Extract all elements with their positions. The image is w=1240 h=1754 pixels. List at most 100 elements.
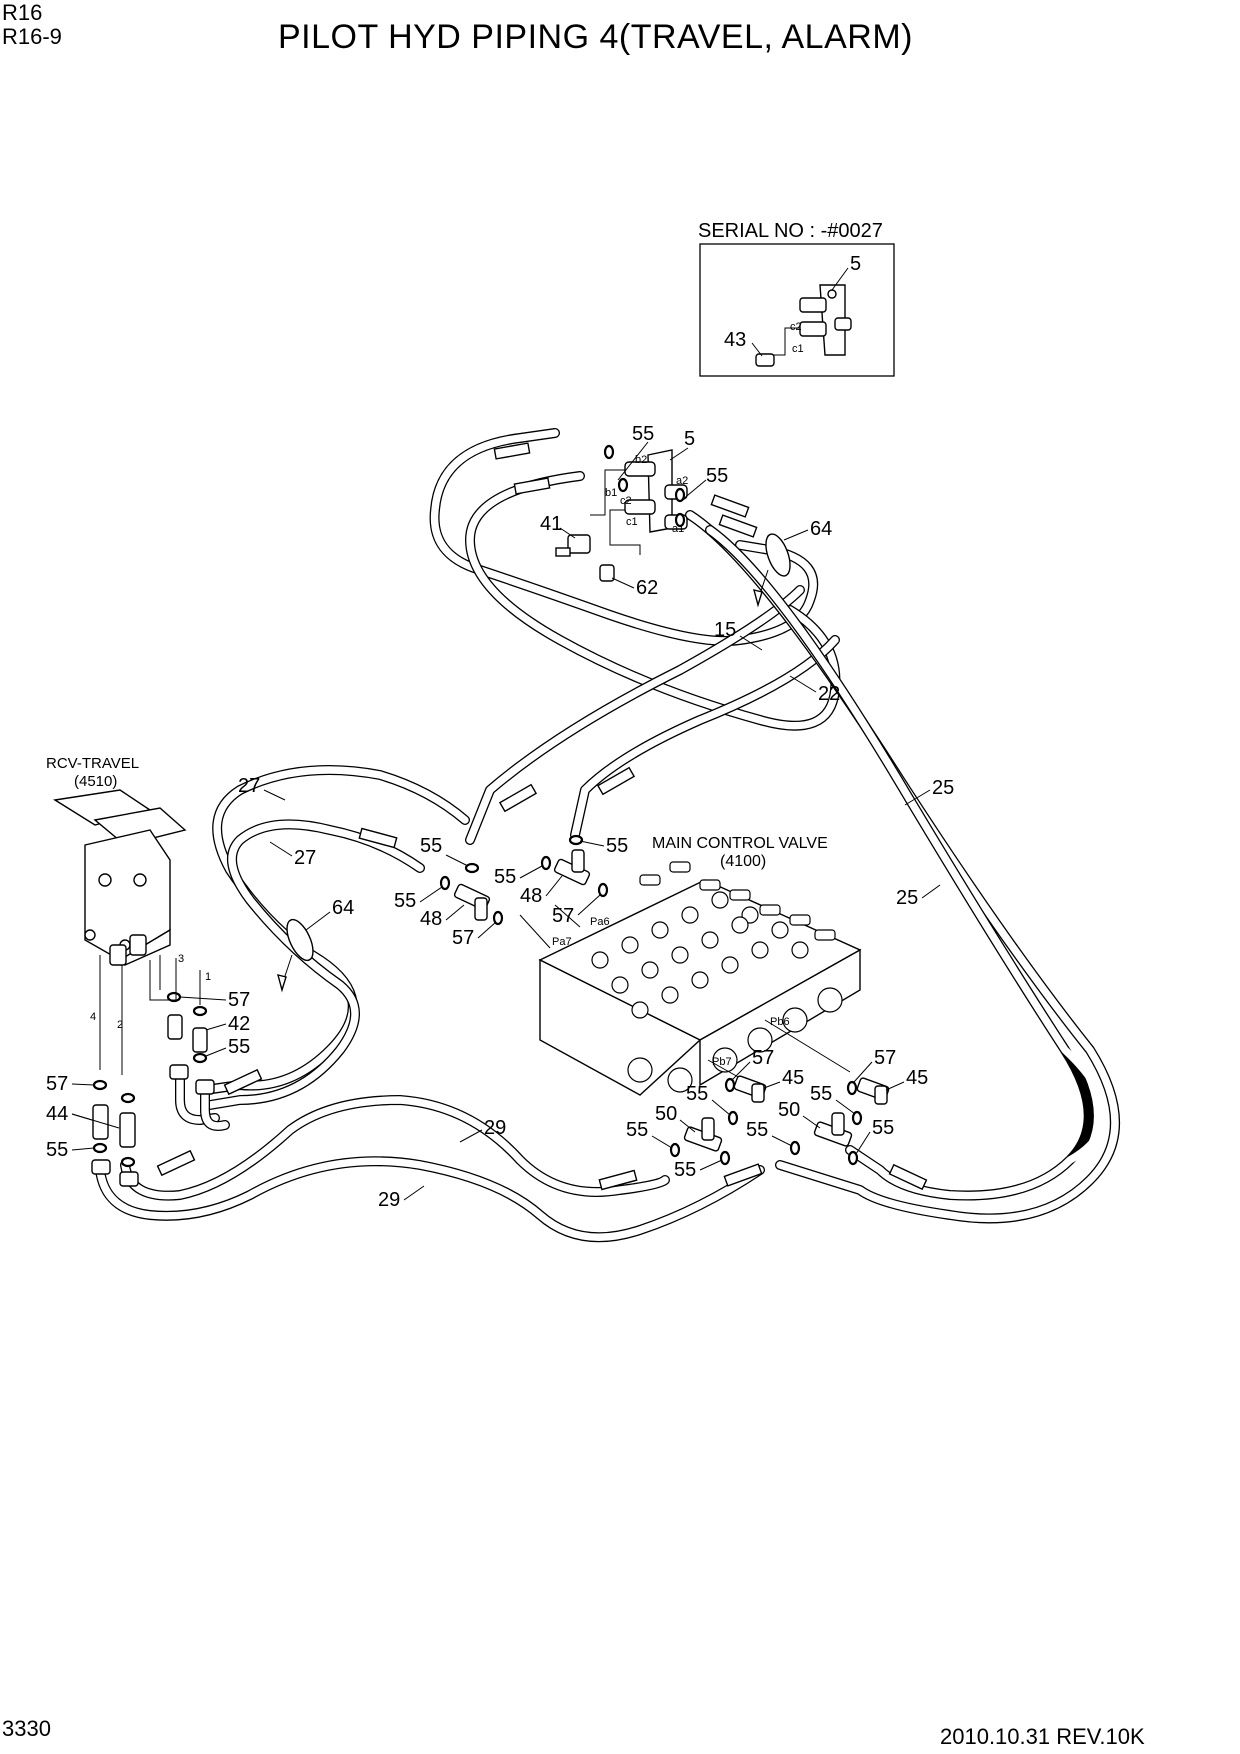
hose-fitting	[498, 783, 538, 813]
callout-64: 64	[332, 897, 354, 919]
callout-55: 55	[394, 890, 416, 912]
hose-fitting	[493, 442, 531, 460]
hose-fitting	[718, 514, 758, 538]
callout-29: 29	[378, 1189, 400, 1211]
page-number: 3330	[2, 1716, 51, 1741]
callout-55: 55	[46, 1139, 68, 1161]
callout-44: 44	[46, 1103, 68, 1125]
model-code: R16	[2, 0, 43, 25]
callout-55: 55	[228, 1036, 250, 1058]
pressure-switch-41	[567, 534, 591, 554]
inset-bracket	[755, 284, 852, 367]
inset-port-c1: c1	[792, 343, 804, 355]
hose-fitting	[598, 1169, 638, 1191]
port-3: 3	[178, 953, 184, 965]
rcv-code: (4510)	[74, 773, 117, 790]
main-control-valve	[538, 861, 862, 1096]
tee-fitting-48b	[553, 849, 591, 886]
revision-date: 2010.10.31 REV.10K	[940, 1724, 1145, 1749]
hose-group	[95, 428, 1120, 1243]
hose-clamp-64-lower	[277, 918, 314, 993]
hose-fitting	[513, 477, 551, 495]
hose-15	[429, 428, 819, 646]
inset-caption: SERIAL NO : -#0027	[698, 220, 883, 242]
tee-fitting-50b	[813, 1112, 853, 1147]
callout-55: 55	[494, 866, 516, 888]
callout-55: 55	[606, 835, 628, 857]
callout-41: 41	[540, 513, 562, 535]
callout-55: 55	[626, 1119, 648, 1141]
rcv-travel-pedal-valve	[53, 789, 187, 966]
callout-55: 55	[872, 1117, 894, 1139]
port-pb6: Pb6	[770, 1016, 790, 1028]
callout-25: 25	[932, 777, 954, 799]
elbow-45b	[856, 1077, 890, 1105]
callout-57: 57	[452, 927, 474, 949]
hose-fitting	[710, 494, 750, 518]
callout-64: 64	[810, 518, 832, 540]
callout-55: 55	[686, 1083, 708, 1105]
hose-fitting	[888, 1163, 928, 1191]
mcv-code: (4100)	[720, 853, 766, 870]
port-2: 2	[117, 1019, 123, 1031]
port-pa6: Pa6	[590, 916, 610, 928]
callout-55: 55	[746, 1119, 768, 1141]
callout-labels: 55 5 55 41 64 62 15 22 27 27 25 25 55 55…	[46, 423, 954, 1211]
callout-45: 45	[906, 1067, 928, 1089]
hose-fittings	[156, 442, 928, 1191]
port-4: 4	[90, 1011, 96, 1023]
callout-50: 50	[655, 1103, 677, 1125]
port-pb7: Pb7	[712, 1056, 732, 1068]
hose-fitting	[596, 766, 636, 796]
callout-57: 57	[46, 1073, 68, 1095]
elbow-45a	[733, 1075, 767, 1103]
mcv-name: MAIN CONTROL VALVE	[652, 835, 828, 852]
rcv-name: RCV-TRAVEL	[46, 755, 139, 772]
port-c2: c2	[620, 495, 632, 507]
junction-block-5	[555, 449, 688, 582]
hose-fitting	[156, 1149, 196, 1177]
callout-42: 42	[228, 1013, 250, 1035]
callout-27: 27	[294, 847, 316, 869]
callout-57: 57	[874, 1047, 896, 1069]
callout-27: 27	[238, 775, 260, 797]
callout-22: 22	[818, 683, 840, 705]
callout-29: 29	[484, 1117, 506, 1139]
callout-57: 57	[228, 989, 250, 1011]
callout-50: 50	[778, 1099, 800, 1121]
bolt-62	[599, 564, 615, 582]
callout-57: 57	[552, 905, 574, 927]
port-a2: a2	[676, 475, 688, 487]
callout-5: 5	[684, 428, 695, 450]
port-pa7: Pa7	[552, 936, 572, 948]
port-c1: c1	[626, 516, 638, 528]
callout-48: 48	[520, 885, 542, 907]
callout-55: 55	[674, 1159, 696, 1181]
callout-55: 55	[632, 423, 654, 445]
callout-62: 62	[636, 577, 658, 599]
connector-42	[167, 1014, 208, 1053]
hose-clamp-64	[753, 533, 791, 608]
hose-fitting	[358, 827, 398, 849]
callout-57: 57	[752, 1047, 774, 1069]
port-1: 1	[205, 971, 211, 983]
tee-fitting-50a	[683, 1117, 723, 1152]
elbow-fittings-rcv	[91, 1064, 215, 1187]
port-b2: b2	[635, 454, 647, 466]
hose-fitting	[223, 1068, 263, 1096]
inset-callout-43: 43	[724, 329, 746, 351]
section-code: R16-9	[2, 24, 62, 49]
serial-inset-box	[699, 243, 895, 377]
callout-25: 25	[896, 887, 918, 909]
inset-callout-5: 5	[850, 253, 861, 275]
o-rings	[92, 444, 863, 1168]
callout-55: 55	[420, 835, 442, 857]
callout-48: 48	[420, 908, 442, 930]
page-title: PILOT HYD PIPING 4(TRAVEL, ALARM)	[278, 18, 913, 56]
inset-port-c2: c2	[790, 321, 802, 333]
hose-fitting	[723, 1163, 763, 1187]
callout-15: 15	[714, 619, 736, 641]
tee-fitting-48a	[453, 883, 491, 921]
callout-45: 45	[782, 1067, 804, 1089]
